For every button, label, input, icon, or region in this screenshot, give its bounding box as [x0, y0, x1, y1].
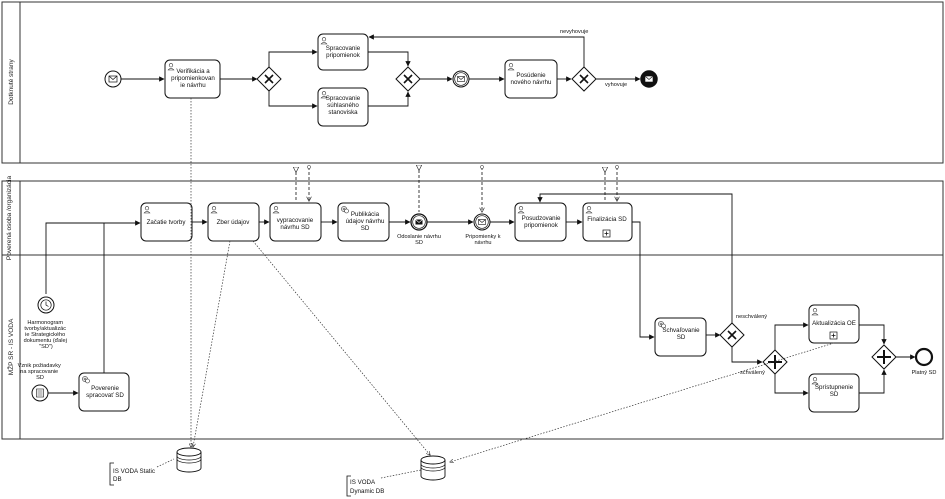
- subprocess-finalizacia[interactable]: Finalizácia SD: [582, 202, 633, 242]
- flow-label-neschvaleny: neschválený: [736, 314, 767, 320]
- task-posudenie-navrhu-line-1: Posúdenie: [516, 72, 546, 79]
- task-vypracovanie-navrhu-line-1: vypracovanie: [277, 217, 314, 224]
- event-odoslanie-label-2: SD: [415, 240, 423, 246]
- task-schvalovanie-line-2: SD: [677, 334, 686, 341]
- event-pripomienky-label-1: Pripomienky k: [465, 234, 500, 240]
- message-flows: [296, 167, 617, 212]
- gateway-xor-decision-top[interactable]: [571, 66, 597, 92]
- task-verifikacia-line-3: ie návrhu: [180, 82, 206, 89]
- gateway-xor-join-top[interactable]: [395, 66, 421, 92]
- conditional-start-event[interactable]: [31, 384, 49, 402]
- task-zacatie-tvorby-line-1: Začatie tvorby: [147, 219, 187, 226]
- gateway-xor-split-top[interactable]: [256, 66, 282, 92]
- task-posudzovanie-line-2: pripomienok: [524, 222, 559, 229]
- task-spracovanie-stanoviska-line-3: stanoviska: [328, 109, 358, 116]
- task-spristupnenie-line-1: Sprístupnenie: [815, 384, 854, 391]
- task-verifikacia-line-1: Verifikácia a: [176, 68, 210, 75]
- subprocess-aktualizacia-oe[interactable]: Aktualizácia OE: [808, 304, 860, 344]
- event-harmonogram-label: Harmonogram tvorby/aktualizác ie Strateg…: [24, 320, 69, 350]
- send-message-event-odoslanie[interactable]: [410, 213, 428, 231]
- end-message-event-top[interactable]: [640, 70, 658, 88]
- gateway-parallel-join[interactable]: [871, 344, 897, 370]
- task-poverenie-line-2: spracovať SD: [86, 392, 124, 399]
- task-spracovanie-pripomienok-line-1: Spracovanie: [326, 45, 361, 52]
- end-event-platny[interactable]: [914, 347, 934, 367]
- start-message-event[interactable]: [104, 70, 122, 88]
- lane-label-dotknute: Dotknuté strany: [8, 58, 15, 104]
- data-associations: [156, 98, 835, 479]
- flow-label-vyhovuje: vyhovuje: [605, 82, 627, 88]
- event-odoslanie-label-1: Odoslanie návrhu: [397, 234, 441, 240]
- event-platny-label: Platný SD: [912, 370, 937, 376]
- task-zber-udajov-line-1: Zber údajov: [217, 219, 251, 226]
- task-zber-udajov[interactable]: Zber údajov: [207, 202, 260, 242]
- task-zacatie-tvorby[interactable]: Začatie tvorby: [140, 202, 193, 242]
- datastore-dynamic[interactable]: [420, 455, 446, 481]
- task-poverenie-line-1: Poverenie: [91, 385, 119, 392]
- task-publikacia-udajov-line-3: SD: [361, 225, 370, 232]
- flow-label-nevyhovuje: nevyhovuje: [560, 29, 588, 35]
- event-vznik-label: Vznik požiadavky na spracovanie SD: [18, 363, 63, 381]
- intermediate-message-event-top[interactable]: [452, 70, 470, 88]
- task-verifikacia-line-2: pripomienkovan: [171, 75, 215, 82]
- task-aktualizacia-line-1: Aktualizácia OE: [812, 320, 856, 327]
- task-schvalovanie-line-1: Schvaľovanie: [662, 327, 700, 334]
- task-spristupnenie-line-2: SD: [830, 391, 839, 398]
- task-spracovanie-stanoviska-line-2: súhlasného: [327, 102, 359, 109]
- task-posudzovanie-line-1: Posudzovanie: [522, 215, 561, 222]
- timer-start-event[interactable]: [37, 296, 55, 314]
- event-pripomienky-label-2: návrhu: [474, 240, 491, 246]
- task-finalizacia-line-1: Finalizácia SD: [587, 216, 627, 223]
- flow-label-schvaleny: schválený: [740, 370, 765, 376]
- lane-label-poverena: Poverená osoba /organizácia: [6, 176, 13, 261]
- task-spracovanie-pripomienok-line-2: pripomienok: [326, 52, 361, 59]
- task-spracovanie-stanoviska-line-1: Spracovanie: [326, 95, 361, 102]
- task-vypracovanie-navrhu-line-2: návrhu SD: [280, 224, 310, 231]
- task-posudenie-navrhu-line-2: nového návrhu: [511, 79, 552, 86]
- top-pool: Dotknuté strany: [1, 1, 944, 164]
- task-publikacia-udajov-line-2: údajov návrhu: [346, 218, 385, 225]
- receive-message-event-pripomienky[interactable]: [473, 213, 491, 231]
- datastore-static[interactable]: [176, 447, 202, 473]
- task-publikacia-udajov-line-1: Publikácia: [351, 211, 380, 218]
- lane-label-mzp: MŽP SR - IS VODA: [6, 318, 15, 375]
